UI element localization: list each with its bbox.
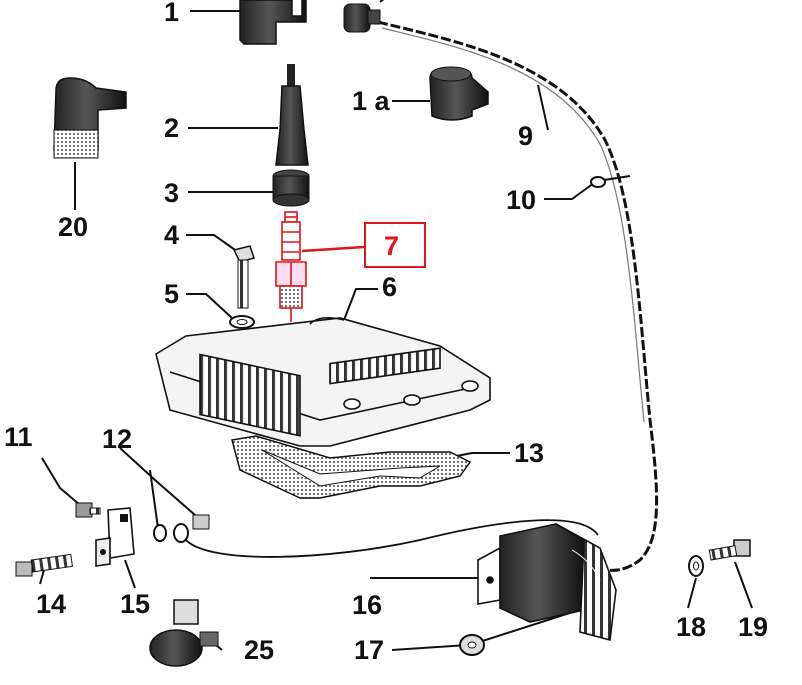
cable-connector-icon xyxy=(343,0,385,33)
part-label-18: 18 xyxy=(676,612,707,642)
ignition-coil-icon xyxy=(477,523,617,642)
part-label-17: 17 xyxy=(354,635,385,665)
screw-11-icon xyxy=(75,502,101,518)
part-label-25: 25 xyxy=(244,635,275,665)
part-label-15: 15 xyxy=(120,589,151,619)
bracket-icon xyxy=(95,507,135,567)
gasket-icon xyxy=(231,435,472,499)
washer-icon xyxy=(229,315,255,329)
rubber-sleeve-icon xyxy=(275,64,309,166)
part-label-12: 12 xyxy=(102,424,133,454)
suppressor-cap-icon xyxy=(53,77,127,159)
part-label-16: 16 xyxy=(352,590,383,620)
cylinder-head-icon xyxy=(155,316,491,447)
screw-19-icon xyxy=(708,539,751,561)
spark-plug-boot-icon xyxy=(239,0,307,45)
switch-icon xyxy=(149,599,219,667)
part-label-11: 11 xyxy=(4,422,33,452)
part-label-7: 7 xyxy=(384,231,400,261)
washer-18-icon xyxy=(688,555,704,577)
spark-plug-icon xyxy=(275,211,307,322)
part-label-2: 2 xyxy=(164,113,180,143)
part-label-4: 4 xyxy=(164,220,180,250)
part-label-10: 10 xyxy=(506,185,537,215)
part-label-13: 13 xyxy=(514,438,545,468)
part-label-14: 14 xyxy=(36,589,67,619)
part-label-3: 3 xyxy=(164,178,180,208)
part-label-20: 20 xyxy=(58,212,89,242)
plug-cap-icon xyxy=(429,66,489,121)
part-label-5: 5 xyxy=(164,279,180,309)
ignition-cable-shade xyxy=(381,27,645,423)
cable-clip-icon xyxy=(590,175,631,188)
bolt-icon xyxy=(232,245,255,309)
leader-line-7 xyxy=(301,245,365,253)
part-label-1: 1 xyxy=(164,0,180,27)
grommet-icon xyxy=(272,169,310,207)
screw-14-icon xyxy=(15,553,74,577)
nut-12-icon xyxy=(153,514,599,558)
nut-17-icon xyxy=(459,634,485,656)
part-7-highlight-box xyxy=(364,222,426,268)
part-label-9: 9 xyxy=(518,121,534,151)
part-label-6: 6 xyxy=(382,272,398,302)
part-label-19: 19 xyxy=(738,612,769,642)
part-label-1a: 1 a xyxy=(352,86,390,116)
ignition-cable xyxy=(377,20,659,572)
